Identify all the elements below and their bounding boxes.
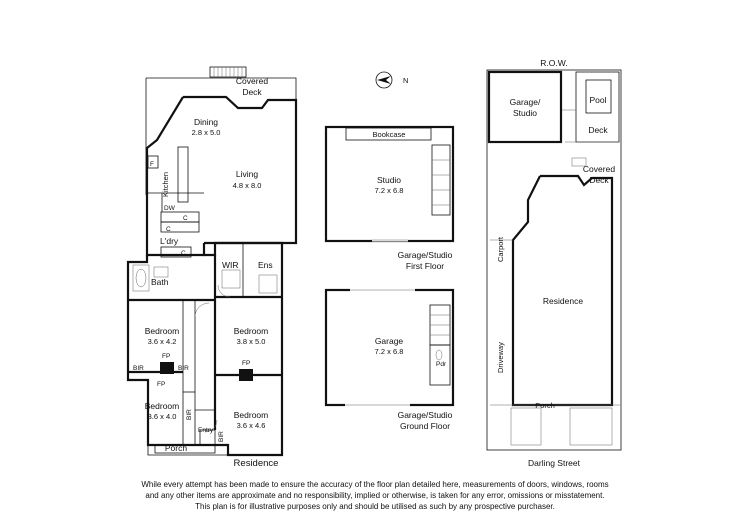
kitchen-island	[177, 146, 189, 203]
porch-label: Porch	[165, 443, 187, 453]
dishwasher-label: DW	[164, 205, 176, 212]
living-size: 4.8 x 8.0	[233, 181, 262, 190]
garage-ground-floor-plan: Garage 7.2 x 6.8 Pdr Garage/Studio Groun…	[324, 288, 455, 431]
first-floor-caption-1: Garage/Studio	[398, 250, 453, 260]
site-residence-label: Residence	[543, 296, 583, 306]
studio-size: 7.2 x 6.8	[375, 186, 404, 195]
living-label: Living	[236, 169, 258, 179]
first-floor-caption-2: First Floor	[406, 261, 444, 271]
residence-floor-plan: Covered Deck Dining 2.8 x 5.0 Living 4.8…	[126, 66, 298, 469]
residence-caption: Residence	[234, 458, 279, 469]
fireplace-label-1: FP	[162, 353, 170, 360]
site-plan: R.O.W. Garage/ Studio Pool Deck Covered …	[486, 58, 622, 468]
bedroom-nw-label: Bedroom	[145, 326, 180, 336]
bir-label-4: BIR	[218, 431, 225, 442]
fireplace-label-2: FP	[157, 381, 165, 388]
covered-deck-outline	[146, 77, 297, 100]
cupboard-label-3: C	[181, 250, 186, 257]
pool-shape	[585, 79, 612, 114]
disclaimer-line-1: While every attempt has been made to ens…	[141, 480, 609, 489]
bir-label-3: BIR	[186, 409, 193, 420]
row-label: R.O.W.	[540, 58, 567, 68]
bedroom-sw-label: Bedroom	[145, 401, 180, 411]
fridge-label: F	[150, 161, 154, 168]
carport-label: Carport	[496, 236, 505, 262]
dining-size: 2.8 x 5.0	[192, 128, 221, 137]
fireplace-label-3: FP	[242, 360, 250, 367]
garage-label: Garage	[375, 336, 404, 346]
laundry-label: L'dry	[160, 236, 179, 246]
disclaimer: While every attempt has been made to ens…	[0, 479, 750, 512]
garage-first-floor-plan: Bookcase Studio 7.2 x 6.8 Garage/Studio …	[324, 125, 455, 271]
site-garage-studio	[487, 70, 563, 144]
ensuite-label: Ens	[258, 260, 273, 270]
north-compass: N	[375, 71, 408, 89]
bedroom-nw-size: 3.6 x 4.2	[148, 337, 177, 346]
bathtub-shape	[132, 264, 150, 292]
street-label: Darling Street	[528, 458, 581, 468]
bir-label-1: BIR	[133, 365, 144, 372]
entry-label: Entry	[198, 427, 214, 434]
site-deck-label: Deck	[588, 125, 608, 135]
disclaimer-line-3: This plan is for illustrative purposes o…	[195, 502, 555, 511]
site-garage-label-1: Garage/	[510, 97, 541, 107]
bath-label: Bath	[151, 277, 169, 287]
kitchen-label: Kitchen	[161, 172, 170, 197]
garage-size: 7.2 x 6.8	[375, 347, 404, 356]
bedroom-se-size: 3.6 x 4.6	[237, 421, 266, 430]
cupboard-label-1: C	[183, 215, 188, 222]
deck-stairs	[209, 66, 247, 78]
site-porch-label: Porch	[535, 401, 555, 410]
driveway-label: Driveway	[496, 342, 505, 373]
pool-label: Pool	[589, 95, 606, 105]
bir-label-2: BIR	[178, 365, 189, 372]
ground-floor-caption-1: Garage/Studio	[398, 410, 453, 420]
ground-floor-caption-2: Ground Floor	[400, 421, 450, 431]
bookcase-label: Bookcase	[373, 130, 406, 139]
site-garage-label-2: Studio	[513, 108, 537, 118]
bedroom-se-label: Bedroom	[234, 410, 269, 420]
disclaimer-line-2: and any other items are approximate and …	[145, 491, 605, 500]
covered-deck-label-1: Covered	[236, 76, 268, 86]
wir-label: WIR	[222, 260, 239, 270]
dining-label: Dining	[194, 117, 218, 127]
cupboard-label-2: C	[166, 226, 171, 233]
bedroom-ne-label: Bedroom	[234, 326, 269, 336]
bedroom-ne-size: 3.8 x 5.0	[237, 337, 266, 346]
site-covered-deck-label-2: Deck	[589, 175, 609, 185]
fireplace-east	[239, 369, 253, 381]
bookcase-shape	[345, 127, 432, 141]
compass-north-label: N	[403, 76, 408, 85]
covered-deck-label-2: Deck	[242, 87, 262, 97]
living-wing-walls	[183, 95, 298, 245]
site-residence-footprint	[511, 174, 614, 407]
studio-label: Studio	[377, 175, 401, 185]
powder-label: Pdr	[436, 361, 447, 368]
bedroom-sw-size: 3.6 x 4.0	[148, 412, 177, 421]
site-boundary	[486, 69, 622, 451]
site-covered-deck-label-1: Covered	[583, 164, 615, 174]
fireplace-west	[160, 362, 174, 374]
